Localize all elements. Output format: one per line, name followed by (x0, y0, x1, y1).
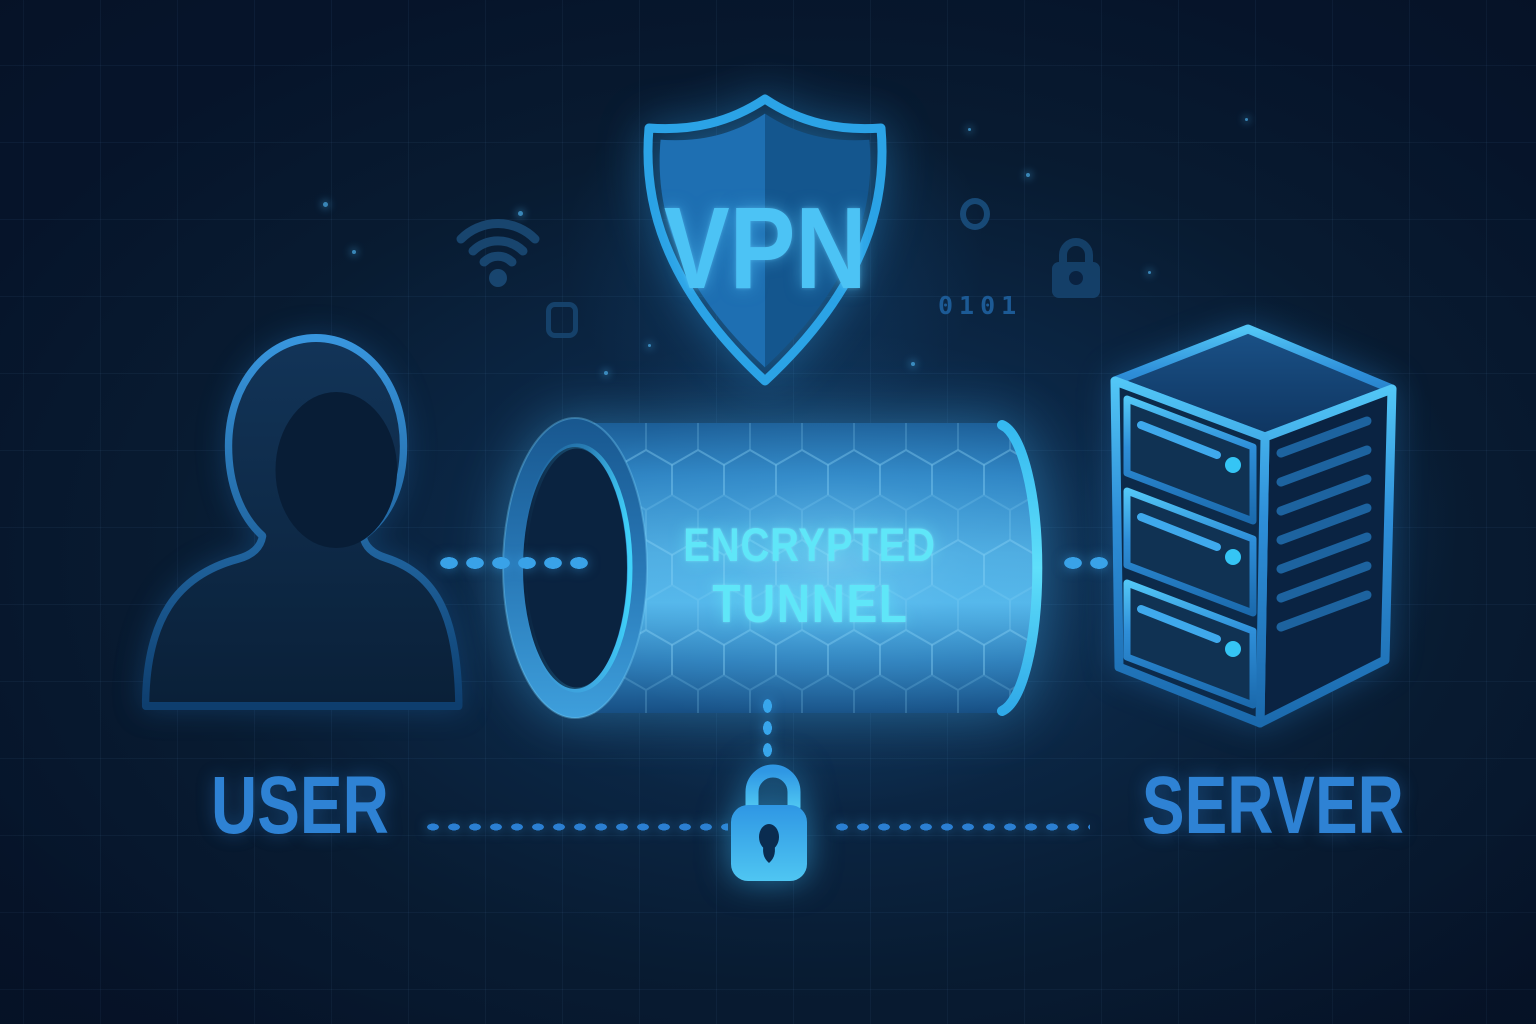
binary-text: 0101 (938, 291, 1023, 320)
small-padlock-icon (1052, 238, 1100, 298)
tunnel-label-line2: TUNNEL (635, 577, 985, 631)
rounded-square-decoration (546, 302, 578, 338)
tunnel-label-line2-text: TUNNEL (711, 574, 909, 634)
shield-label-text: VPN (663, 183, 867, 313)
user-lock-dotted-line (423, 823, 728, 831)
glow-dot (1148, 271, 1151, 274)
user-label-text: USER (211, 760, 389, 851)
server-label-text: SERVER (1141, 760, 1404, 851)
tunnel-label-line1: ENCRYPTED (635, 521, 985, 568)
server-label: SERVER (1105, 765, 1404, 847)
glow-dot (323, 202, 328, 207)
user-silhouette-icon (141, 334, 463, 710)
glow-dot (968, 128, 971, 131)
user-label: USER (160, 765, 440, 847)
glow-dot (1245, 118, 1248, 121)
lock-server-dotted-line (832, 823, 1090, 831)
padlock-icon (731, 764, 807, 881)
server-tower-icon (1110, 324, 1397, 728)
wifi-icon (456, 219, 540, 287)
tunnel-label-line1-text: ENCRYPTED (683, 518, 937, 571)
glow-dot (352, 250, 356, 254)
glow-dot (1026, 173, 1030, 177)
circle-decoration (960, 198, 990, 230)
tunnel-server-dotted-line (1060, 556, 1114, 570)
glow-dot (604, 371, 608, 375)
user-tunnel-dotted-line (436, 556, 596, 570)
shield-label: VPN (615, 190, 915, 306)
